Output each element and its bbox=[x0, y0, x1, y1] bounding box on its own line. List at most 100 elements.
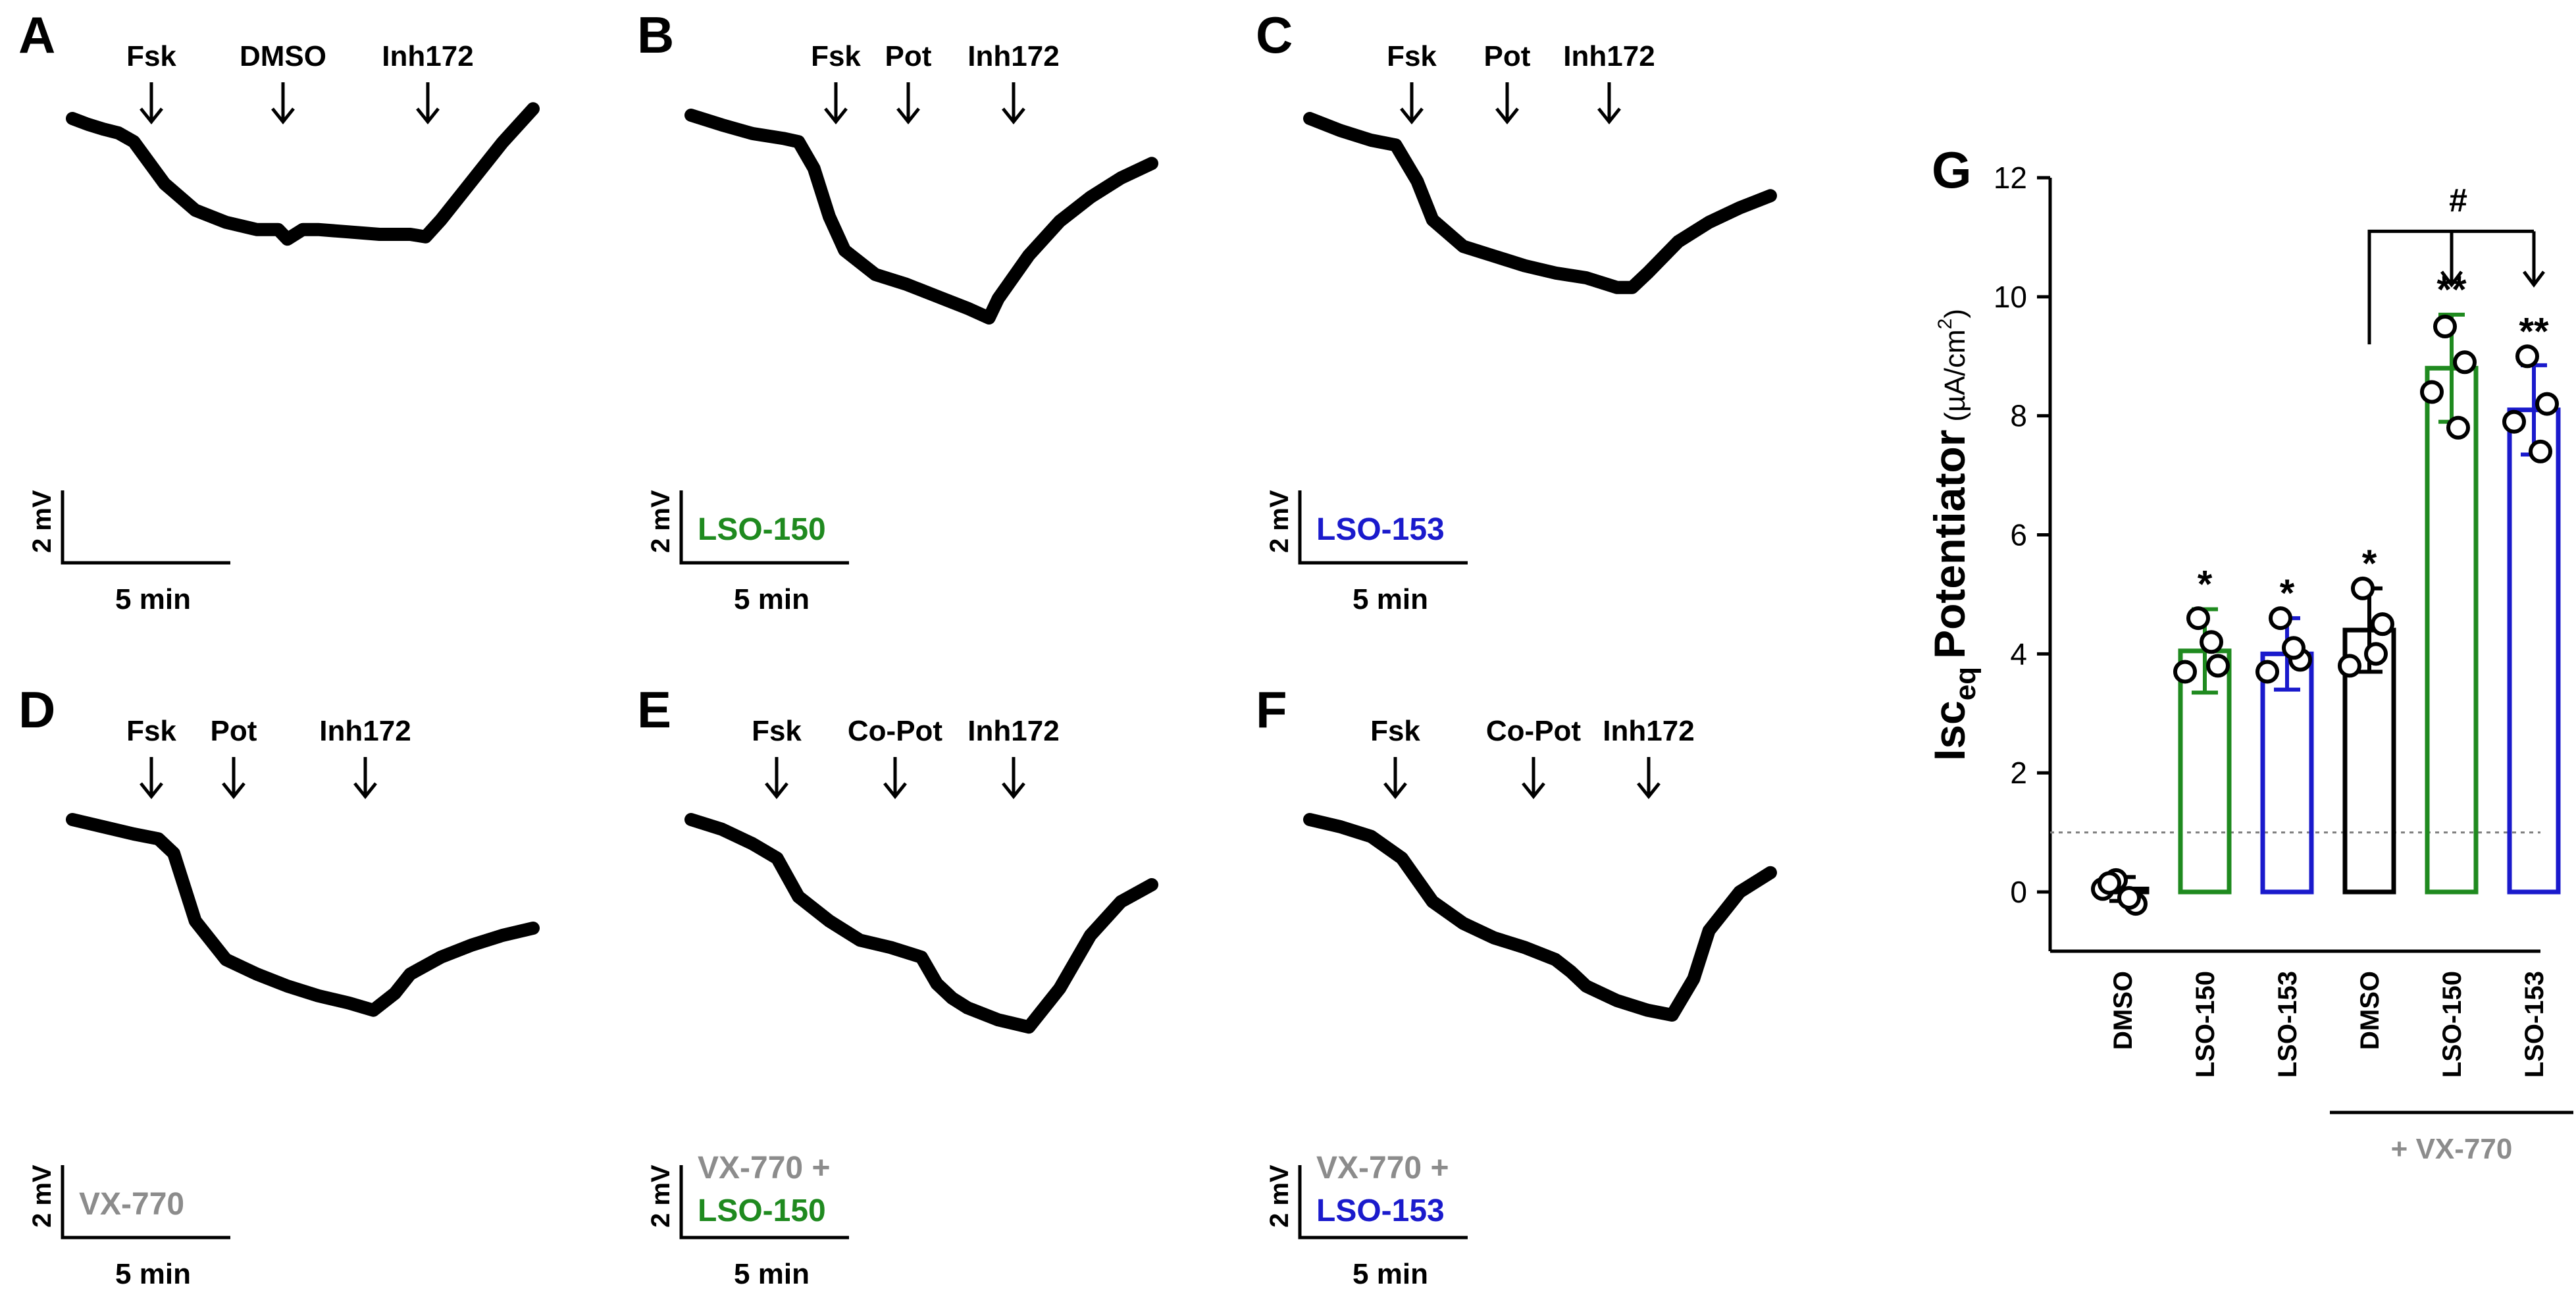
y-axis-label-sub: eq bbox=[1949, 667, 1982, 700]
arrow-head-icon bbox=[1637, 782, 1661, 800]
panel-letter: D bbox=[18, 681, 55, 739]
data-point bbox=[2117, 886, 2141, 910]
voltage-trace bbox=[1303, 112, 1777, 294]
arrow-head-icon bbox=[271, 107, 295, 125]
arrow-label: Fsk bbox=[1370, 715, 1420, 747]
data-point bbox=[2371, 612, 2394, 637]
voltage-trace bbox=[684, 109, 1158, 325]
arrow-head-icon bbox=[1400, 107, 1424, 125]
arrow-head-icon bbox=[1495, 107, 1519, 125]
data-point bbox=[2098, 871, 2121, 895]
comparison-label: # bbox=[2449, 182, 2467, 219]
arrow-label: Co-Pot bbox=[1486, 715, 1582, 747]
scale-bar-x-label: 5 min bbox=[734, 583, 810, 615]
arrow-label: Inh172 bbox=[1563, 40, 1655, 72]
data-point bbox=[2502, 409, 2526, 434]
category-label: LSO-153 bbox=[2273, 971, 2302, 1078]
scale-bar-x-label: 5 min bbox=[115, 1258, 191, 1290]
condition-label: LSO-153 bbox=[1316, 512, 1445, 547]
condition-label: VX-770 + bbox=[1316, 1151, 1449, 1186]
scale-bar-x-label: 5 min bbox=[734, 1258, 810, 1290]
scale-bar bbox=[61, 490, 230, 565]
y-tick-label: 0 bbox=[2010, 875, 2027, 909]
arrow-label: Inh172 bbox=[1603, 715, 1694, 747]
data-point bbox=[2364, 642, 2388, 666]
scale-bar-y-label: 2 mV bbox=[28, 490, 57, 553]
panel-letter: E bbox=[637, 681, 671, 739]
panel-letter: C bbox=[1256, 6, 1293, 64]
significance-marker: * bbox=[2198, 563, 2213, 606]
condition-label: LSO-153 bbox=[1316, 1193, 1445, 1228]
arrow-label: Pot bbox=[1484, 40, 1531, 72]
y-axis-label-main: Isc bbox=[1925, 700, 1974, 761]
data-point bbox=[2535, 392, 2559, 416]
condition-label: LSO-150 bbox=[698, 1193, 826, 1228]
arrow-head-icon bbox=[353, 782, 377, 800]
arrow-head-icon bbox=[1522, 782, 1545, 800]
data-point bbox=[2255, 660, 2279, 684]
panel-letter: G bbox=[1932, 141, 1972, 199]
y-axis-label-unit: (µA/cm bbox=[1939, 329, 1971, 421]
group-label: + VX-770 bbox=[2391, 1133, 2513, 1165]
y-tick-label: 4 bbox=[2010, 637, 2027, 671]
arrow-label: DMSO bbox=[240, 40, 326, 72]
data-point bbox=[2351, 576, 2375, 600]
data-point bbox=[2529, 439, 2552, 463]
arrow-head-icon bbox=[1002, 107, 1025, 125]
data-point bbox=[2453, 350, 2477, 375]
scale-bar-y-label: 2 mV bbox=[646, 1164, 675, 1228]
data-point bbox=[2515, 344, 2539, 369]
arrow-head-icon bbox=[2440, 271, 2463, 288]
data-point bbox=[2206, 654, 2230, 678]
arrow-label: Fsk bbox=[811, 40, 861, 72]
arrow-head-icon bbox=[1002, 782, 1025, 800]
significance-marker: * bbox=[2280, 572, 2295, 615]
arrow-head-icon bbox=[222, 782, 245, 800]
significance-marker: * bbox=[2362, 542, 2377, 585]
bar bbox=[2507, 407, 2561, 895]
voltage-trace bbox=[66, 813, 540, 1017]
scale-bar bbox=[1298, 1165, 1468, 1240]
scale-bar-y-label: 2 mV bbox=[1265, 1164, 1294, 1228]
category-label: LSO-150 bbox=[2438, 971, 2467, 1078]
condition-label: VX-770 bbox=[79, 1187, 184, 1222]
category-label: DMSO bbox=[2356, 971, 2384, 1050]
arrow-head-icon bbox=[765, 782, 788, 800]
panel-letter: B bbox=[637, 6, 674, 64]
arrow-label: Pot bbox=[885, 40, 932, 72]
arrow-label: Co-Pot bbox=[848, 715, 943, 747]
scale-bar-y-label: 2 mV bbox=[28, 1164, 57, 1228]
arrow-label: Inh172 bbox=[382, 40, 473, 72]
significance-marker: ** bbox=[2519, 310, 2549, 353]
data-point bbox=[2173, 660, 2197, 684]
category-label: LSO-150 bbox=[2191, 971, 2220, 1078]
voltage-trace bbox=[66, 102, 540, 246]
arrow-label: Fsk bbox=[126, 715, 176, 747]
arrow-label: Inh172 bbox=[319, 715, 411, 747]
data-point bbox=[2200, 630, 2223, 654]
panel-letter: F bbox=[1256, 681, 1287, 739]
y-tick-label: 12 bbox=[1994, 161, 2027, 195]
scale-bar bbox=[679, 1165, 849, 1240]
arrow-head-icon bbox=[883, 782, 907, 800]
voltage-trace bbox=[684, 813, 1158, 1034]
arrow-head-icon bbox=[140, 107, 163, 125]
data-point bbox=[2338, 654, 2361, 678]
arrow-head-icon bbox=[416, 107, 440, 125]
y-axis-label: IsceqPotentiator(µA/cm2) bbox=[1925, 309, 1982, 761]
data-point bbox=[2186, 606, 2210, 631]
comparison-bracket bbox=[2367, 229, 2534, 345]
y-axis-label-unit-close: ) bbox=[1939, 309, 1971, 319]
scale-bar-x-label: 5 min bbox=[1352, 583, 1428, 615]
category-label: LSO-153 bbox=[2520, 971, 2549, 1078]
bar-chart-panel-g: G024681012IsceqPotentiator(µA/cm2)DMSO*L… bbox=[1925, 141, 2573, 1165]
arrow-head-icon bbox=[2523, 271, 2545, 288]
arrow-label: Inh172 bbox=[967, 715, 1059, 747]
data-point bbox=[2269, 606, 2292, 631]
data-point bbox=[2420, 380, 2444, 404]
